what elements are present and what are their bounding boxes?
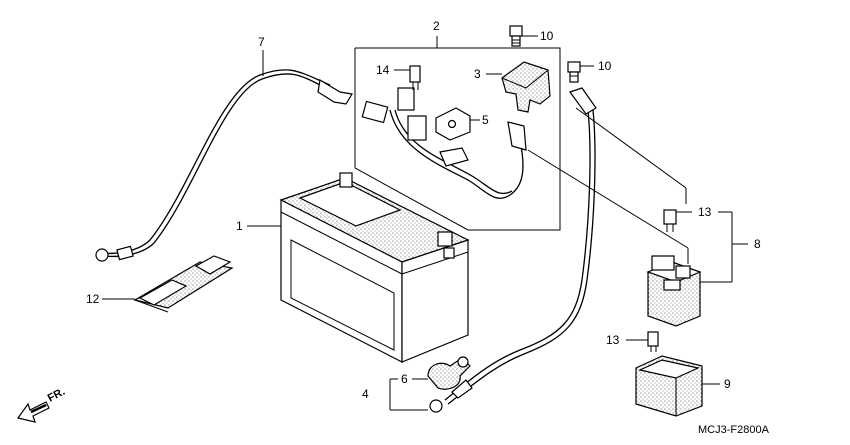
callout-9: 9 (724, 377, 731, 391)
harness-group-outline (354, 36, 561, 231)
callout-5: 5 (482, 113, 489, 127)
battery-band (133, 255, 234, 313)
callout-10-right: 10 (598, 59, 612, 73)
callout-14: 14 (376, 63, 390, 77)
callout-leaders (102, 35, 748, 411)
connector-leaders (527, 107, 689, 264)
callout-12: 12 (86, 292, 100, 306)
callout-1: 1 (236, 219, 243, 233)
callout-7: 7 (258, 35, 265, 49)
diagram-code: MCJ3-F2800A (698, 424, 770, 436)
front-direction-label: FR. (46, 386, 67, 405)
callout-13-lower: 13 (606, 333, 620, 347)
fuse-13-lower (647, 331, 659, 352)
callout-13-upper: 13 (698, 205, 712, 219)
fuse-13-upper (663, 209, 677, 232)
battery-positive-cable (95, 69, 353, 262)
callout-6: 6 (401, 372, 408, 386)
starter-relay (646, 255, 702, 327)
terminal-cover (501, 61, 551, 113)
battery-negative-cable (429, 87, 597, 413)
callout-10-left: 10 (540, 29, 554, 43)
callout-2: 2 (433, 19, 440, 33)
callout-4: 4 (362, 387, 369, 401)
terminal-cap (427, 356, 471, 390)
front-direction-arrow-icon (16, 401, 50, 423)
relay-cover (635, 355, 703, 417)
callout-3: 3 (474, 67, 481, 81)
battery (279, 172, 470, 363)
bolt-10-right (567, 61, 581, 83)
sub-harness (361, 65, 527, 199)
callout-8: 8 (754, 237, 761, 251)
bolt-10-left (509, 25, 523, 47)
